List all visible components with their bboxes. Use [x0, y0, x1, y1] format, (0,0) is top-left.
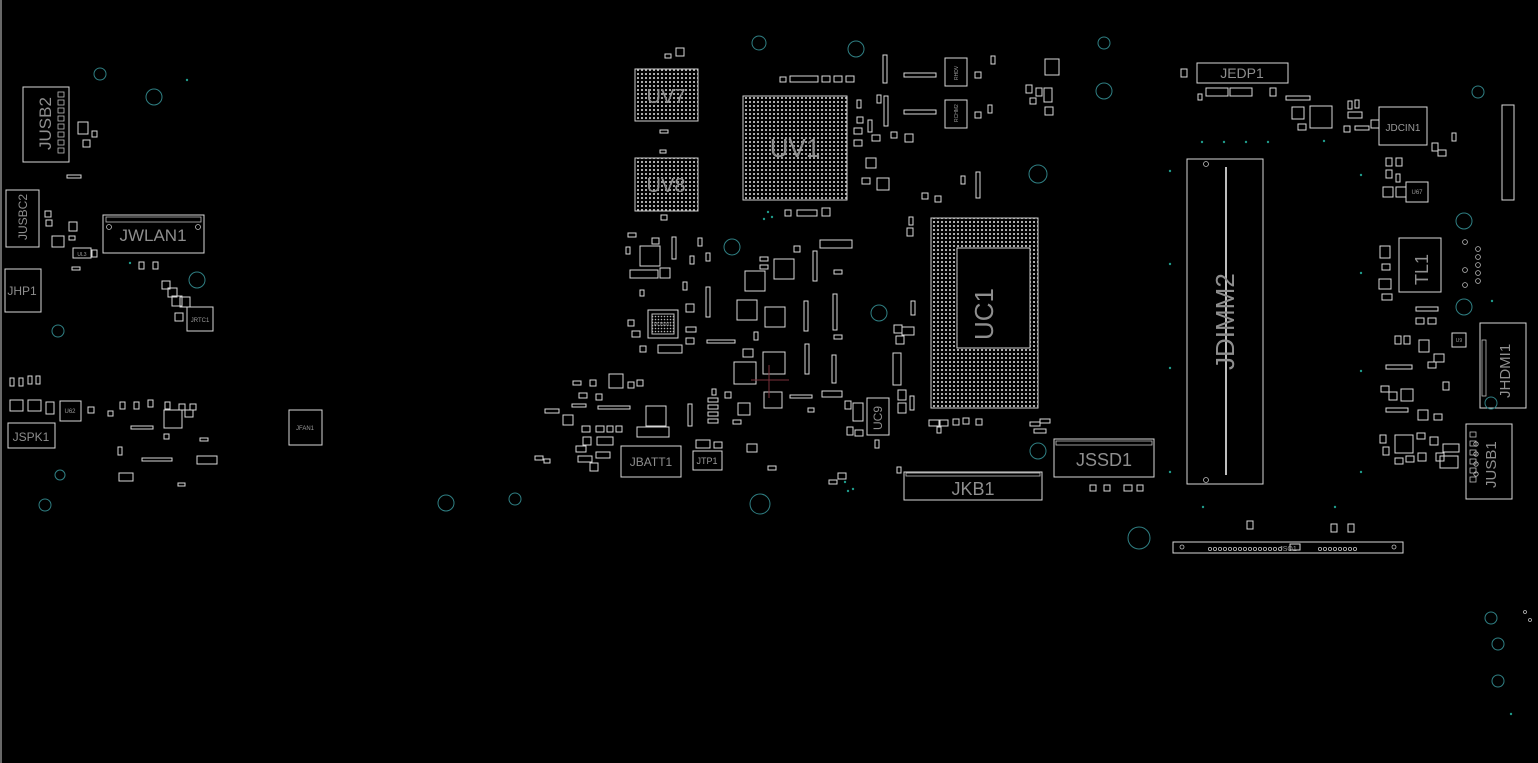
component-jtp1[interactable]: JTP1	[692, 450, 723, 471]
label-jusbc2: JUSBC2	[16, 194, 30, 240]
component-ul3[interactable]: UL3	[72, 247, 92, 259]
component-jedp1[interactable]: JEDP1	[1196, 62, 1289, 84]
label-jusb1: JUSB1	[1483, 441, 1500, 488]
label-jrtc1: JRTC1	[191, 318, 210, 324]
center-mid-small-parts	[733, 54, 996, 485]
label-jdcin1: JDCIN1	[1385, 123, 1420, 134]
component-uv1[interactable]: UV1	[742, 95, 848, 201]
component-jrtc1[interactable]: JRTC1	[186, 306, 214, 332]
label-jdimm2: JDIMM2	[1210, 273, 1240, 370]
label-jusb2: JUSB2	[36, 97, 55, 150]
component-jso1[interactable]: JSO1	[1172, 541, 1404, 554]
component-jhp1[interactable]: JHP1	[4, 268, 42, 313]
component-jspk1[interactable]: JSPK1	[7, 422, 56, 449]
label-uc1: UC1	[969, 288, 999, 340]
component-jdimm2[interactable]: JDIMM2	[1186, 158, 1264, 485]
label-rchm2: RCHM2	[954, 104, 960, 122]
label-pu5001: PU5001	[654, 322, 672, 328]
label-u62: U62	[64, 409, 76, 415]
label-u9: U9	[1456, 338, 1463, 344]
label-jwlan1: JWLAN1	[119, 226, 186, 245]
component-u67[interactable]: U67	[1405, 181, 1429, 203]
label-jspk1: JSPK1	[13, 430, 50, 444]
label-uv7: UV7	[647, 86, 686, 108]
label-tl1: TL1	[1412, 254, 1432, 285]
label-jfan1: JFAN1	[296, 426, 315, 432]
component-jusb2[interactable]: JUSB2	[22, 86, 70, 163]
label-ul3: UL3	[77, 252, 86, 258]
label-jssd1: JSSD1	[1076, 450, 1132, 470]
component-uc9[interactable]: UC9	[866, 397, 890, 436]
component-jbatt1[interactable]: JBATT1	[620, 445, 682, 478]
component-jwlan1[interactable]: JWLAN1	[102, 214, 205, 254]
label-uv8: UV8	[647, 175, 686, 197]
right-edge-pins	[1462, 239, 1532, 622]
left-small-parts	[9, 121, 218, 487]
component-tl1[interactable]: TL1	[1398, 237, 1442, 293]
uc1-side-parts	[928, 417, 1051, 434]
component-jusbc2[interactable]: JUSBC2	[5, 189, 40, 248]
component-uc1[interactable]: UC1	[930, 217, 1039, 409]
label-u67: U67	[1411, 190, 1423, 196]
component-uv7[interactable]: UV7	[634, 68, 699, 122]
label-uc9: UC9	[871, 406, 885, 430]
label-jedp1: JEDP1	[1220, 65, 1264, 81]
component-jfan1[interactable]: JFAN1	[288, 409, 323, 446]
component-u9[interactable]: U9	[1451, 332, 1467, 348]
component-jkb1[interactable]: JKB1	[903, 471, 1043, 501]
component-rhdv[interactable]: RHDV	[954, 65, 960, 80]
label-jso1: JSO1	[1279, 546, 1297, 553]
component-pu5001[interactable]: PU5001	[647, 309, 679, 339]
component-u62[interactable]: U62	[59, 400, 82, 422]
position-marker	[751, 365, 789, 398]
label-jbatt1: JBATT1	[630, 455, 673, 469]
label-jhdmi1: JHDMI1	[1497, 344, 1514, 398]
vias	[128, 78, 1513, 716]
label-jtp1: JTP1	[696, 456, 717, 466]
component-jdcin1[interactable]: JDCIN1	[1378, 106, 1428, 146]
component-jusb1[interactable]: JUSB1	[1465, 423, 1513, 500]
component-uv8[interactable]: UV8	[634, 157, 699, 212]
label-jkb1: JKB1	[951, 479, 994, 499]
right-top-small-parts	[1025, 58, 1515, 551]
label-jhp1: JHP1	[7, 284, 37, 298]
component-rchm2[interactable]: RCHM2	[954, 104, 960, 122]
component-jhdmi1[interactable]: JHDMI1	[1479, 322, 1527, 409]
label-uv1: UV1	[770, 133, 821, 163]
center-left-small-parts	[534, 47, 777, 472]
mounting-holes	[38, 35, 1505, 688]
label-rhdv: RHDV	[954, 65, 960, 80]
component-jssd1[interactable]: JSSD1	[1053, 438, 1155, 492]
